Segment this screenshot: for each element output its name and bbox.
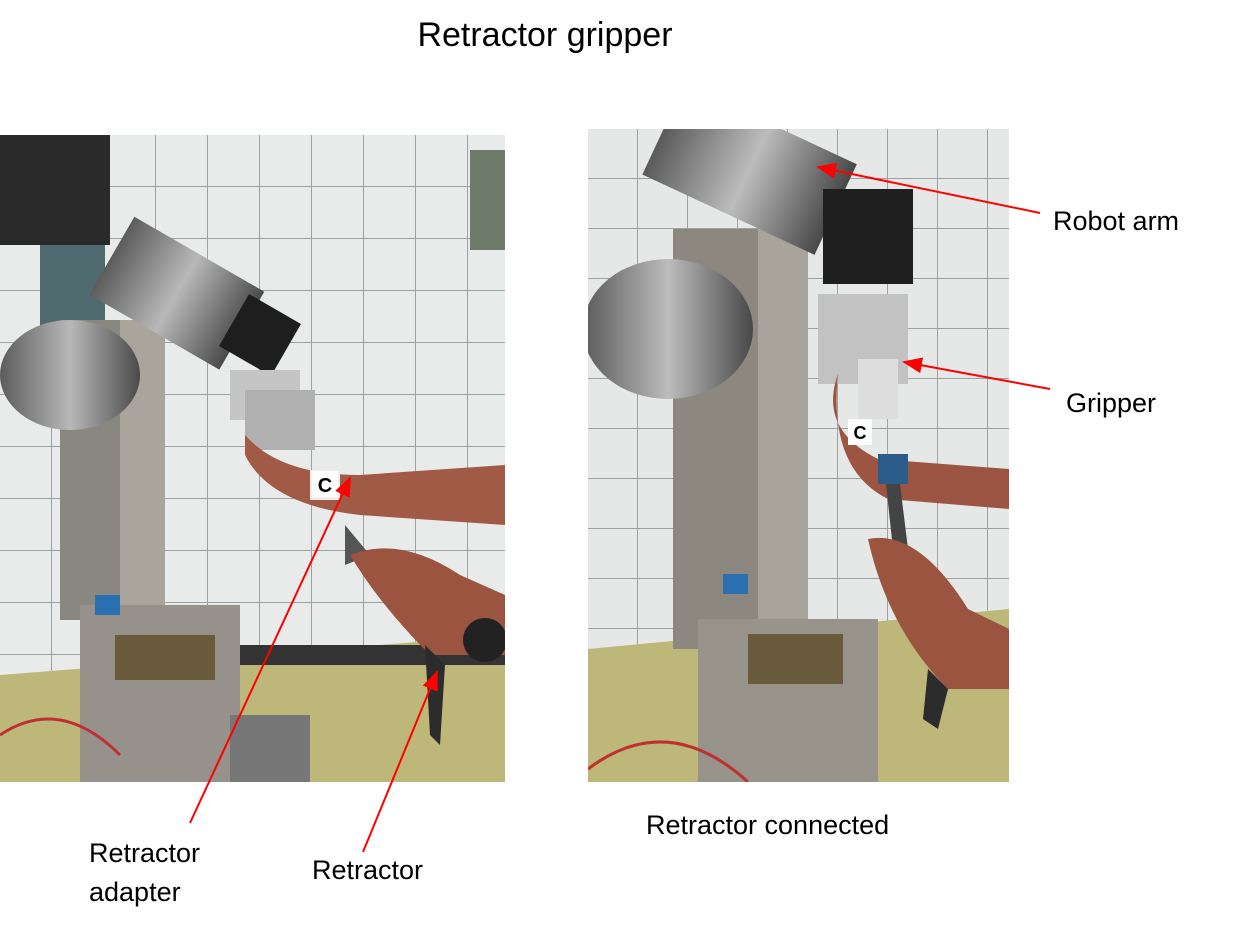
label-retractor-adapter-line2: adapter	[89, 877, 181, 907]
label-retractor: Retractor	[312, 855, 424, 885]
svg-text:C: C	[318, 475, 332, 497]
label-retractor-adapter: Retractor adapter	[89, 834, 200, 912]
photo-retractor-approach: C	[0, 135, 505, 782]
label-gripper: Gripper	[1066, 388, 1157, 418]
slide-title: Retractor gripper	[417, 16, 673, 54]
svg-text:C: C	[854, 423, 867, 443]
label-retractor-connected: Retractor connected	[646, 810, 890, 840]
label-retractor-adapter-line1: Retractor	[89, 838, 201, 868]
photo-retractor-connected: C	[588, 129, 1009, 782]
label-robot-arm: Robot arm	[1053, 206, 1180, 236]
adapter-letter-c: C	[312, 471, 338, 497]
